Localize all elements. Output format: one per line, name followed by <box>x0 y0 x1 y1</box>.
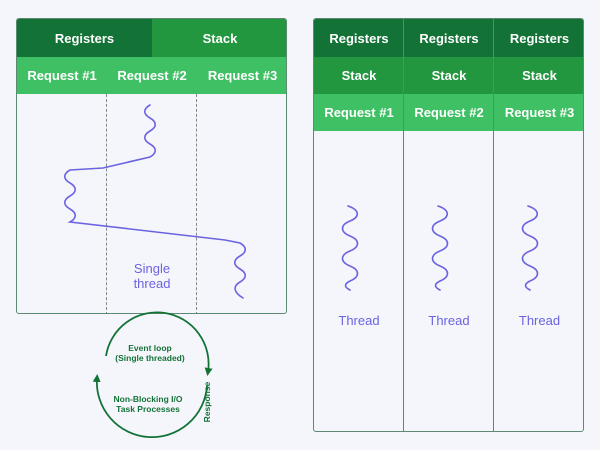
col3-request: Request #3 <box>494 94 583 131</box>
column-divider-2 <box>493 19 494 431</box>
col3-thread-label: Thread <box>518 313 561 328</box>
request-divider-1 <box>106 94 107 313</box>
event-loop-label-line-2: (Single threaded) <box>115 353 185 363</box>
col2-request: Request #2 <box>404 94 494 131</box>
request-header-3: Request #3 <box>197 57 286 94</box>
col1-thread-label: Thread <box>338 313 380 328</box>
col2-thread-label: Thread <box>428 313 470 328</box>
single-thread-path <box>63 104 247 299</box>
col1-registers: Registers <box>314 19 404 57</box>
column-divider-1 <box>403 19 404 431</box>
cycle-arrow-lower <box>92 374 208 439</box>
col3-stack: Stack <box>494 57 583 94</box>
col1-stack: Stack <box>314 57 404 94</box>
nonblocking-io-label-line-1: Non-Blocking I/O <box>113 394 183 404</box>
stack-header: Stack <box>152 19 286 57</box>
col3-registers: Registers <box>494 19 583 57</box>
event-loop-label: Event loop (Single threaded) <box>100 343 200 363</box>
col2-registers: Registers <box>404 19 494 57</box>
event-loop-label-line-1: Event loop <box>128 343 172 353</box>
single-thread-label-line-2: thread <box>133 276 171 291</box>
col2-thread-squiggle <box>431 205 449 291</box>
multi-thread-panel: Registers Registers Registers Stack Stac… <box>313 18 584 432</box>
col2-stack: Stack <box>404 57 494 94</box>
cycle-arrow-upper <box>105 311 213 376</box>
registers-header: Registers <box>17 19 152 57</box>
col3-thread-squiggle <box>521 205 539 291</box>
nonblocking-io-label: Non-Blocking I/O Task Processes <box>98 394 198 414</box>
single-thread-label-line-1: Single <box>133 261 171 276</box>
request-divider-2 <box>196 94 197 313</box>
col1-request: Request #1 <box>314 94 404 131</box>
col1-thread-squiggle <box>341 205 359 291</box>
single-thread-label: Single thread <box>117 261 187 291</box>
request-header-2: Request #2 <box>107 57 197 94</box>
single-thread-panel: Registers Stack Request #1 Request #2 Re… <box>16 18 287 314</box>
request-header-1: Request #1 <box>17 57 107 94</box>
nonblocking-io-label-line-2: Task Processes <box>116 404 180 414</box>
